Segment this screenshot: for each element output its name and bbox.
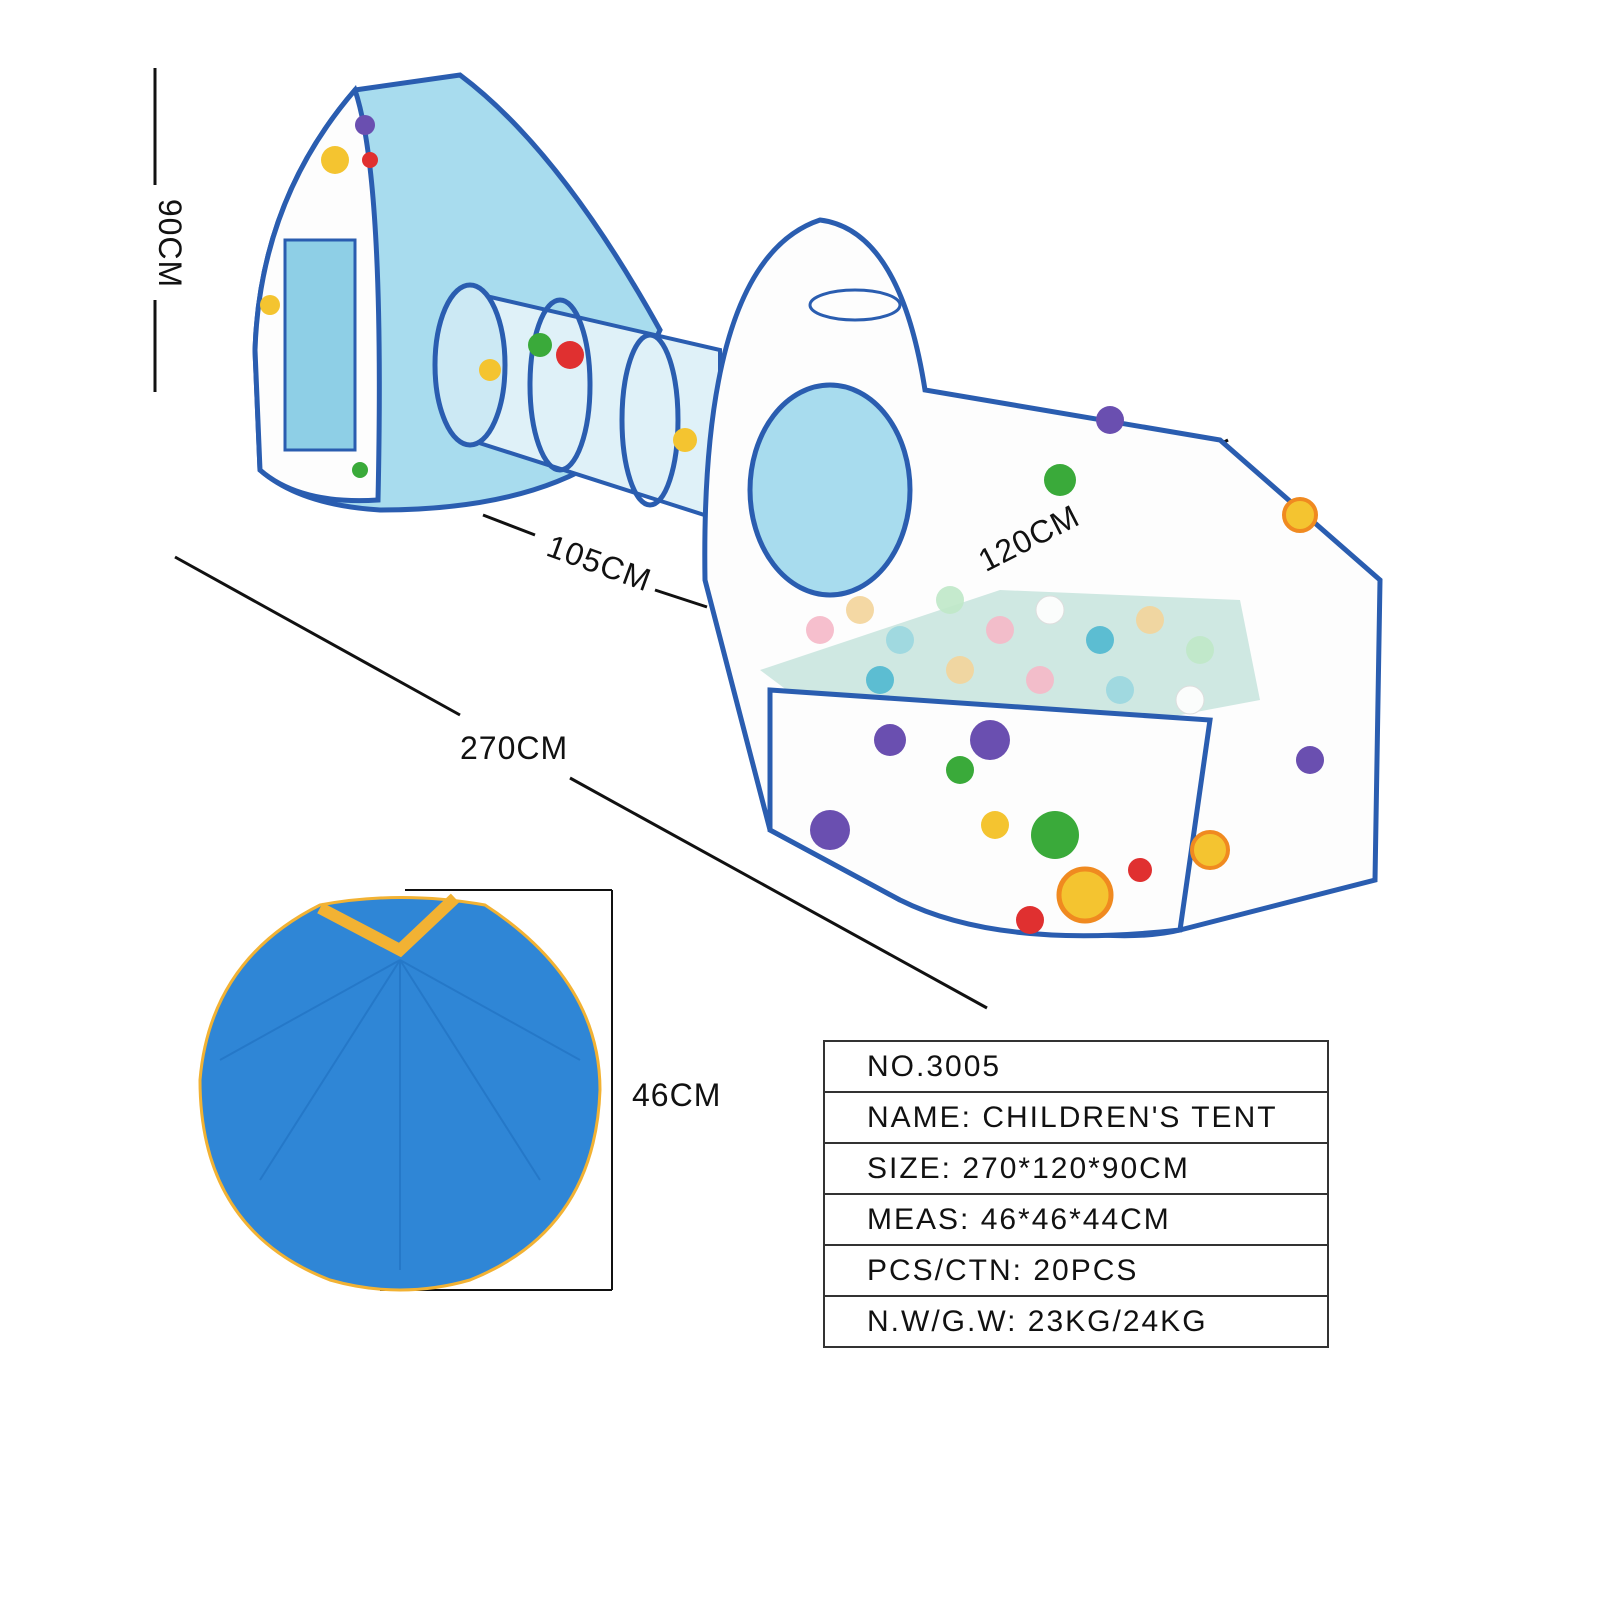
spec-row-size: SIZE: 270*120*90CM <box>825 1144 1327 1195</box>
folded-bag <box>198 893 602 1292</box>
spec-table: NO.3005 NAME: CHILDREN'S TENT SIZE: 270*… <box>823 1040 1329 1348</box>
spec-row-name: NAME: CHILDREN'S TENT <box>825 1093 1327 1144</box>
spec-row-number: NO.3005 <box>825 1042 1327 1093</box>
height-dimension-label: 90CM <box>152 198 189 289</box>
spec-row-pcs-ctn: PCS/CTN: 20PCS <box>825 1246 1327 1297</box>
ball-pit <box>702 217 1383 939</box>
spec-row-weight: N.W/G.W: 23KG/24KG <box>825 1297 1327 1348</box>
bag-dimension-label: 46CM <box>632 1077 722 1113</box>
length-dimension-label: 270CM <box>460 730 569 766</box>
spec-row-meas: MEAS: 46*46*44CM <box>825 1195 1327 1246</box>
